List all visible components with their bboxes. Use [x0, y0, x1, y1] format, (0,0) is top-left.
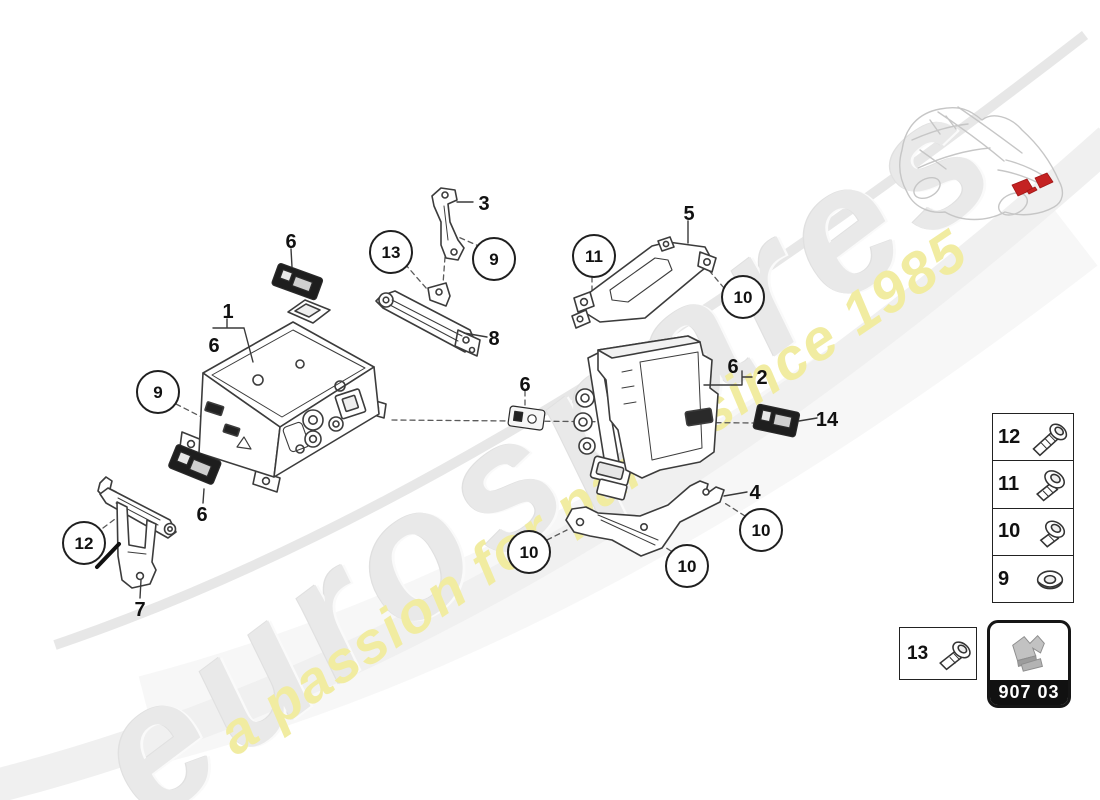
svg-text:13: 13	[382, 243, 401, 262]
part-8-bracket	[375, 282, 481, 357]
callout-number-6: 6	[208, 335, 219, 357]
leader-lines	[139, 201, 818, 599]
svg-text:11: 11	[585, 247, 603, 266]
fastener-13-box: 13	[899, 627, 977, 680]
callout-number-6: 6	[519, 374, 530, 396]
label-plate-14	[752, 403, 801, 438]
page-code: 907 03	[990, 680, 1068, 705]
legend-row: 12	[993, 414, 1073, 462]
legend-row: 9	[993, 556, 1073, 602]
callout-number-1: 1	[222, 301, 233, 323]
callout-number-7: 7	[134, 599, 145, 621]
fastener-13-label: 13	[907, 642, 929, 664]
callout-number-6: 6	[285, 231, 296, 253]
callout-number-3: 3	[478, 193, 489, 215]
screw-short-icon	[1040, 516, 1069, 548]
callout-number-8: 8	[488, 328, 499, 350]
screw-washer-icon	[1036, 467, 1069, 502]
label-plate-6-mid	[507, 405, 546, 431]
part-3-bracket	[431, 187, 465, 261]
svg-text:9: 9	[153, 383, 162, 402]
callout-circle-10: 10	[739, 508, 783, 552]
svg-text:10: 10	[520, 543, 539, 562]
screw-long-icon	[1032, 420, 1071, 457]
callout-circle-9: 9	[472, 237, 516, 281]
svg-text:10: 10	[678, 557, 697, 576]
fastener-legend-table: 12 11 10 9	[992, 413, 1074, 604]
callout-number-2: 2	[756, 367, 767, 389]
part-7-bracket	[97, 476, 177, 589]
arrow-3d-icon	[1012, 634, 1045, 672]
label-plate-6-top	[271, 263, 324, 301]
part-1-control-unit	[179, 299, 387, 493]
part-4-bracket	[565, 480, 725, 557]
legend-row: 10	[993, 509, 1073, 556]
callout-circle-11: 11	[572, 234, 616, 278]
callout-number-5: 5	[683, 203, 694, 225]
screw-medium-icon	[939, 637, 974, 670]
highlighted-part-red	[1011, 172, 1054, 197]
svg-text:10: 10	[734, 288, 753, 307]
callout-number-6: 6	[727, 356, 738, 378]
legend-row: 11	[993, 461, 1073, 509]
callout-circle-10: 10	[507, 530, 551, 574]
callout-number-14: 14	[816, 409, 839, 431]
part-5-bracket	[571, 236, 717, 329]
car-wireframe	[899, 106, 1064, 221]
svg-text:10: 10	[752, 521, 771, 540]
legend-number: 9	[998, 567, 1010, 590]
pointer-12-thick-line	[95, 542, 121, 569]
callout-circle-13: 13	[369, 230, 413, 274]
flange-nut-icon	[1036, 570, 1064, 590]
legend-number: 10	[998, 520, 1021, 543]
callout-circle-10: 10	[721, 275, 765, 319]
callout-number-4: 4	[749, 482, 761, 504]
callout-circle-9: 9	[136, 370, 180, 414]
legend-number: 11	[998, 472, 1020, 495]
svg-text:12: 12	[75, 534, 94, 553]
page-code-box: 907 03	[987, 620, 1071, 708]
part-2-control-unit	[573, 335, 719, 501]
callout-number-6: 6	[196, 504, 207, 526]
svg-text:9: 9	[489, 250, 498, 269]
callout-circle-12: 12	[62, 521, 106, 565]
legend-number: 12	[998, 425, 1021, 448]
label-plate-6-left	[168, 444, 222, 485]
callout-circle-10: 10	[665, 544, 709, 588]
